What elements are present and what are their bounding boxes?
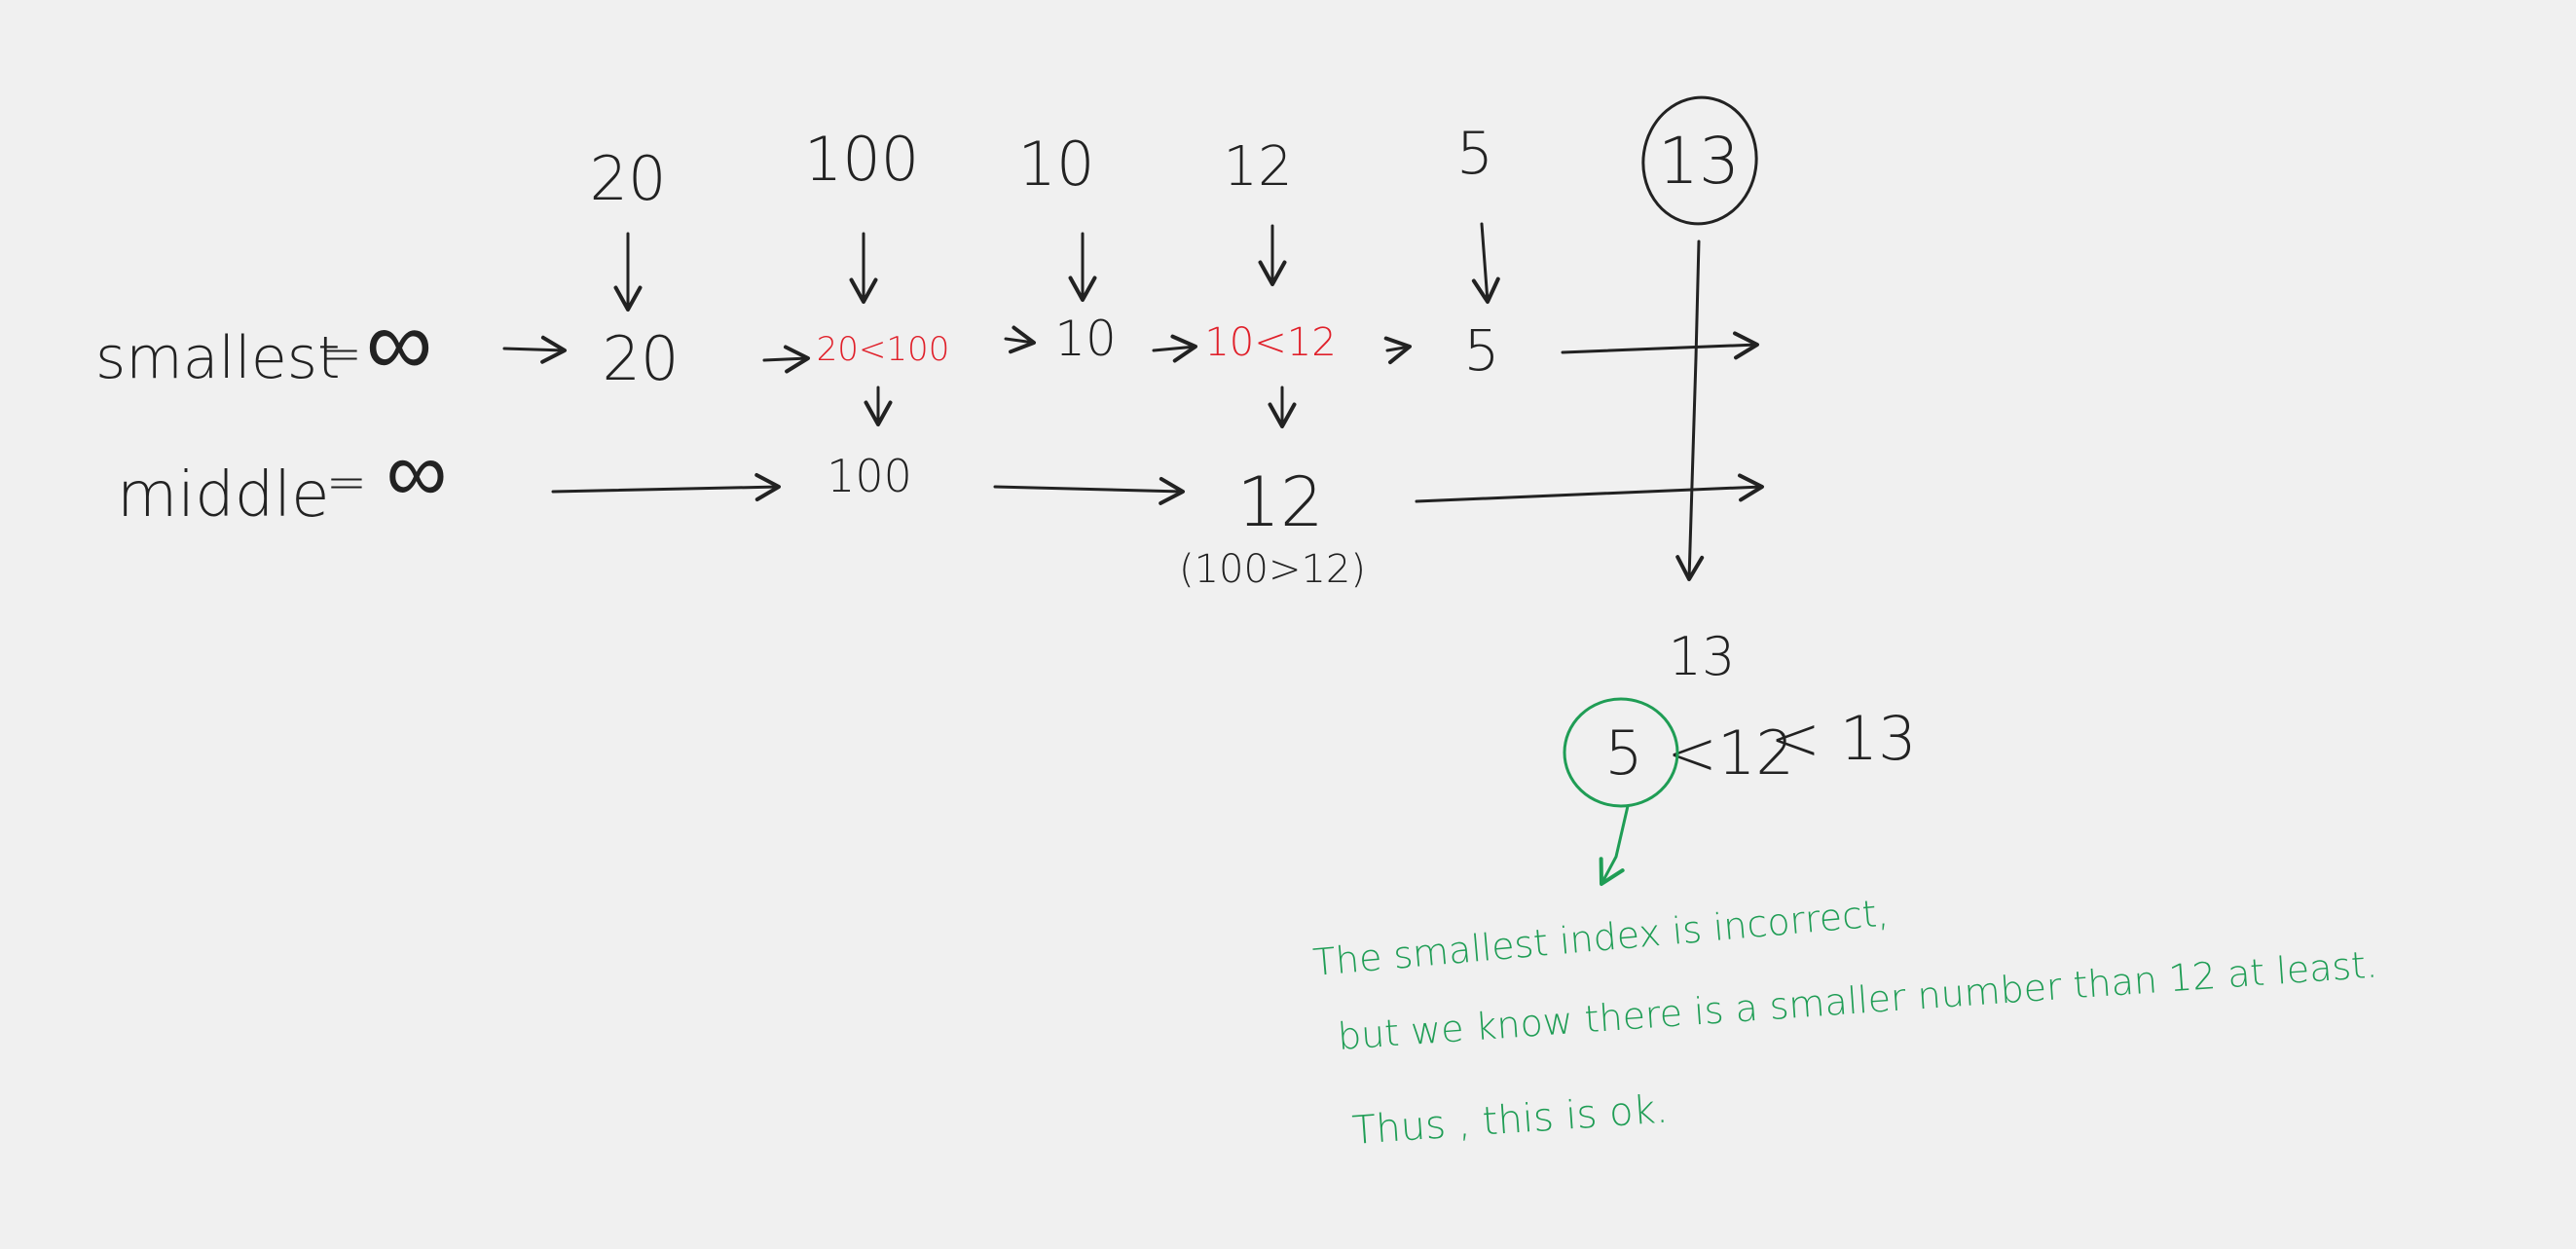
right-arrow bbox=[1383, 336, 1412, 365]
smallest-equals: = bbox=[321, 325, 362, 382]
long-right-arrow bbox=[993, 476, 1185, 505]
right-arrow bbox=[1152, 334, 1197, 363]
smallest-step: 10 bbox=[1054, 311, 1117, 367]
comparison-last: < 13 bbox=[1770, 703, 1917, 774]
smallest-step: 5 bbox=[1464, 317, 1500, 384]
input-value: 10 bbox=[1018, 129, 1095, 200]
smallest-infinity: ∞ bbox=[366, 288, 432, 397]
row-transfer-arrows bbox=[864, 386, 1297, 428]
long-right-arrow bbox=[1415, 473, 1764, 503]
input-value-circled: 13 bbox=[1658, 124, 1740, 199]
final-value: 13 bbox=[1669, 626, 1736, 687]
middle-label: middle bbox=[117, 459, 330, 532]
circle-mark bbox=[1641, 95, 1758, 226]
input-value: 20 bbox=[590, 143, 667, 214]
middle-equals: = bbox=[326, 454, 367, 510]
input-arrows bbox=[613, 222, 1705, 581]
smallest-step: 20 bbox=[603, 323, 680, 394]
smallest-row: smallest = ∞ 20 20<100 10 10<12 5 bbox=[95, 288, 1759, 397]
explanation-line: The smallest index is incorrect, bbox=[1311, 891, 1891, 984]
middle-note: (100>12) bbox=[1179, 547, 1366, 592]
right-arrow bbox=[502, 335, 567, 364]
middle-step: 100 bbox=[827, 450, 912, 502]
input-value: 100 bbox=[804, 124, 919, 195]
final-comparison: 13 5 <12 < 13 bbox=[1563, 626, 1917, 886]
smallest-label: smallest bbox=[95, 324, 341, 392]
right-arrow bbox=[762, 345, 810, 374]
right-arrow bbox=[1004, 325, 1036, 354]
long-right-arrow bbox=[551, 472, 781, 501]
explanation: The smallest index is incorrect, but we … bbox=[1311, 891, 2379, 1154]
input-value: 5 bbox=[1456, 120, 1493, 188]
comparison-middle: <12 bbox=[1667, 717, 1794, 789]
comparison-smallest: 5 bbox=[1604, 717, 1642, 789]
input-value: 12 bbox=[1223, 135, 1292, 199]
green-circle-mark bbox=[1563, 697, 1679, 808]
middle-infinity: ∞ bbox=[386, 422, 448, 522]
middle-row: middle = ∞ 100 12 (100>12) bbox=[117, 422, 1764, 592]
long-down-arrow bbox=[1675, 239, 1705, 581]
long-right-arrow bbox=[1561, 331, 1759, 360]
green-down-arrow bbox=[1599, 804, 1630, 886]
down-arrow bbox=[1471, 222, 1500, 304]
explanation-line: Thus , this is ok. bbox=[1350, 1086, 1669, 1154]
middle-step: 12 bbox=[1236, 462, 1323, 542]
input-values: 20 100 10 12 5 13 bbox=[590, 95, 1758, 226]
smallest-step-compare: 10<12 bbox=[1204, 320, 1336, 365]
smallest-step-compare: 20<100 bbox=[817, 330, 950, 369]
